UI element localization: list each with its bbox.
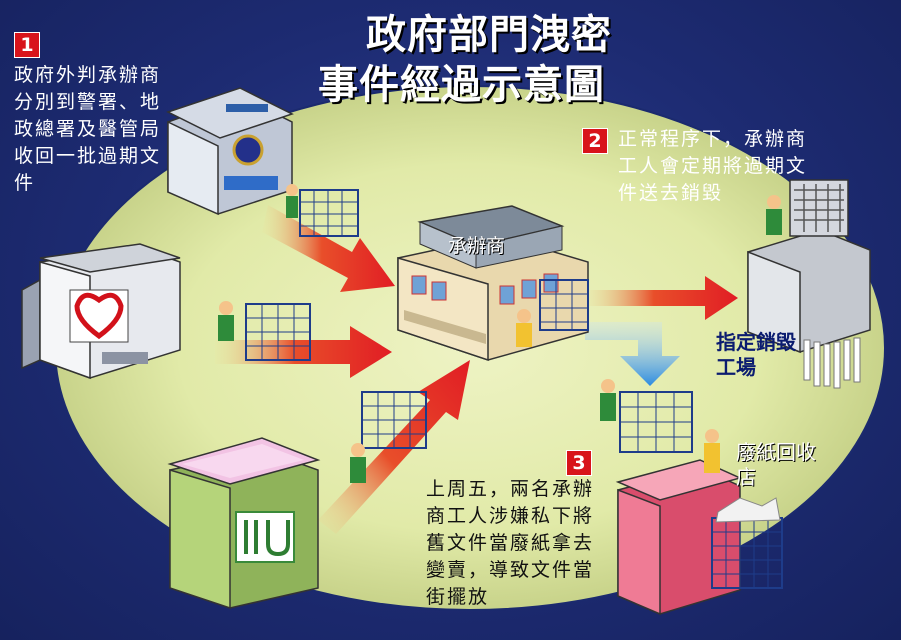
police-station-icon bbox=[166, 87, 294, 216]
step-3-text: 上周五，兩名承辦商工人涉嫌私下將舊文件當廢紙拿去變賣，導致文件當街擺放 bbox=[426, 478, 595, 608]
shredder-plant-icon bbox=[747, 179, 871, 389]
step-2-text: 正常程序下，承辦商工人會定期將過期文件送去銷毀 bbox=[618, 128, 808, 204]
recycling-shop-label: 廢紙回收店 bbox=[736, 440, 816, 489]
arrow-hospital-to-contractor bbox=[215, 326, 392, 378]
lands-department-building-icon bbox=[167, 437, 321, 610]
contractor-label: 承辦商 bbox=[448, 235, 506, 257]
contractor-shop-icon bbox=[397, 205, 589, 362]
title-line-1: 政府部門洩密 bbox=[366, 12, 612, 58]
arrow-police-to-contractor bbox=[262, 205, 395, 292]
worker-with-cart-icon bbox=[218, 184, 782, 483]
step-1-badge: 1 bbox=[14, 32, 40, 58]
hospital-authority-building-icon bbox=[21, 243, 181, 380]
arrow-contractor-to-recycle bbox=[585, 322, 680, 386]
step-2-badge: 2 bbox=[582, 128, 608, 154]
step-3-badge: 3 bbox=[566, 450, 592, 476]
diagram-title: 政府部門洩密 事件經過示意圖 bbox=[318, 10, 648, 110]
step-1-text: 政府外判承辦商分別到警署、地政總署及醫管局收回一批過期文件 bbox=[14, 64, 162, 194]
title-line-2: 事件經過示意圖 bbox=[318, 62, 605, 108]
destruction-plant-label: 指定銷毀工場 bbox=[716, 330, 796, 379]
arrow-contractor-to-plant bbox=[585, 276, 738, 320]
